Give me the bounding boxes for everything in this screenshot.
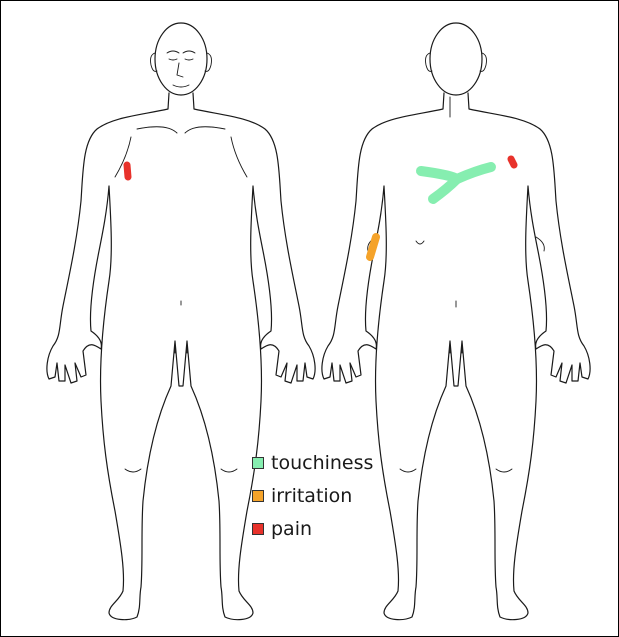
legend-label: pain: [271, 518, 312, 540]
legend-item-irritation: irritation: [252, 479, 373, 512]
legend-item-pain: pain: [252, 512, 373, 545]
pain-mark-back-arm: [511, 159, 514, 165]
irritation-swatch: [252, 490, 264, 502]
legend-label: touchiness: [271, 452, 373, 474]
touchiness-swatch: [252, 457, 264, 469]
legend-label: irritation: [271, 485, 352, 507]
legend-item-touchiness: touchiness: [252, 446, 373, 479]
touchiness-mark-back: [421, 167, 491, 199]
legend: touchiness irritation pain: [252, 446, 373, 545]
irritation-mark-back-arm: [370, 237, 376, 257]
pain-mark-front-arm: [127, 165, 128, 177]
pain-swatch: [252, 523, 264, 535]
